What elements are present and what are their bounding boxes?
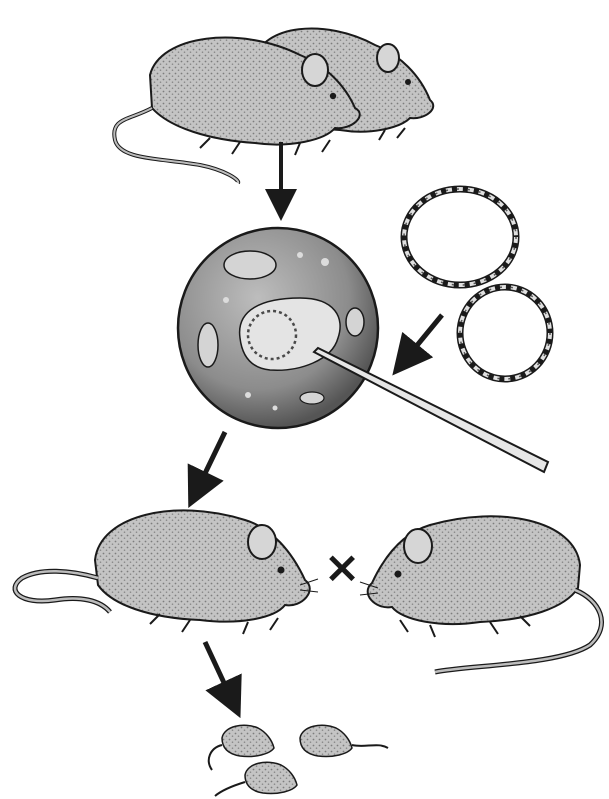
donor-mouse-front [114, 38, 360, 183]
arrow-egg-to-mouse [197, 432, 225, 490]
organelle [224, 251, 276, 279]
donor-mice [114, 29, 433, 183]
arrow-dna-to-egg [405, 315, 442, 360]
dna-plasmid-lower [460, 287, 550, 379]
dna-plasmids [404, 189, 550, 379]
arrow-to-offspring [205, 642, 232, 700]
organelle [346, 308, 364, 336]
transgenic-mouse [15, 510, 318, 634]
injection-pipette [314, 348, 548, 472]
offspring-mouse [300, 725, 388, 756]
organelle [198, 323, 218, 367]
organelle [300, 392, 324, 404]
normal-mouse [360, 516, 602, 672]
fertilized-egg [178, 228, 378, 428]
cross-symbol: × [324, 542, 361, 593]
offspring [209, 725, 388, 796]
dna-plasmid-upper [404, 189, 516, 285]
offspring-mouse [215, 762, 297, 796]
